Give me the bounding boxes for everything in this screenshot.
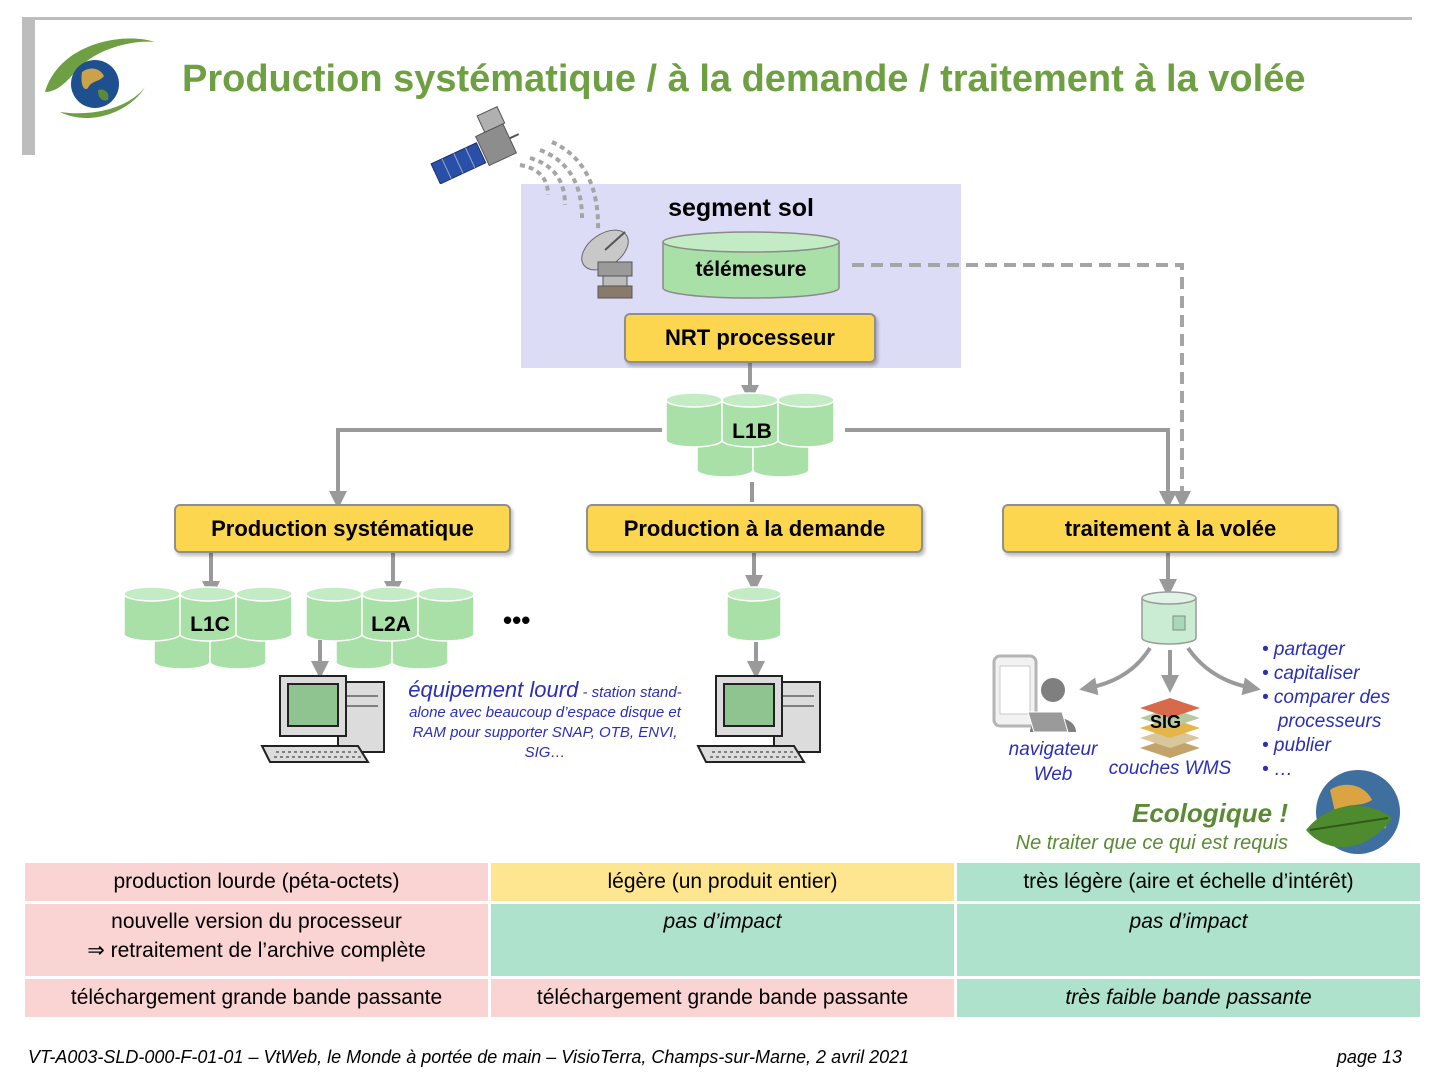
table-row: nouvelle version du processeur ⇒ retrait… <box>25 904 1420 976</box>
l2a-cylinder-stack <box>305 586 475 670</box>
gis-label: SIG <box>1150 712 1182 732</box>
top-divider <box>22 17 1412 20</box>
web-browser-label: navigateur Web <box>1008 739 1098 785</box>
list-item: • … <box>1262 759 1293 780</box>
table-row: production lourde (péta-octets) légère (… <box>25 863 1420 901</box>
heavy-equipment-note: équipement lourd - station stand-alone a… <box>405 677 685 763</box>
table-cell: production lourde (péta-octets) <box>25 863 488 901</box>
list-item: • capitaliser <box>1262 663 1360 684</box>
ground-segment-label: segment sol <box>668 194 814 222</box>
telemetry-label: télémesure <box>695 258 807 281</box>
on-the-fly-processing-box: traitement à la volée <box>1002 504 1339 553</box>
table-cell: pas d’impact <box>491 904 954 976</box>
processor-version-line: nouvelle version du processeur <box>111 910 402 933</box>
more-products-ellipsis: ••• <box>503 605 531 635</box>
dish-antenna-icon <box>581 229 633 299</box>
footer-reference: VT-A003-SLD-000-F-01-01 – VtWeb, le Mond… <box>28 1047 910 1067</box>
table-cell: nouvelle version du processeur ⇒ retrait… <box>25 904 488 976</box>
telemetry-cylinder <box>662 231 840 299</box>
list-item: • comparer des <box>1262 687 1391 708</box>
workstation-icon <box>696 675 821 763</box>
reprocessing-line: ⇒ retraitement de l’archive complète <box>87 939 426 962</box>
systematic-production-box: Production systématique <box>174 504 511 553</box>
on-demand-cylinder <box>726 586 782 642</box>
table-row: téléchargement grande bande passante tél… <box>25 979 1420 1017</box>
on-demand-production-box: Production à la demande <box>586 504 923 553</box>
on-the-fly-cylinder <box>1141 591 1197 645</box>
l1c-label: L1C <box>190 613 230 636</box>
list-item: • publier <box>1262 735 1331 756</box>
radio-waves <box>519 140 601 233</box>
l1c-cylinder-stack <box>123 586 293 670</box>
ecologic-subtitle: Ne traiter que ce qui est requis <box>1015 832 1288 854</box>
list-item: processeurs <box>1262 711 1382 732</box>
earth-leaf-icon <box>1306 770 1400 854</box>
table-cell: téléchargement grande bande passante <box>25 979 488 1017</box>
heavy-equipment-description: - station stand-alone avec beaucoup d’es… <box>409 684 682 761</box>
user-laptop-icon <box>1027 678 1076 733</box>
table-cell: très légère (aire et échelle d’intérêt) <box>957 863 1420 901</box>
l1b-label: L1B <box>732 420 772 443</box>
table-cell: pas d’impact <box>957 904 1420 976</box>
benefits-list: • partager • capitaliser • comparer des … <box>1262 638 1390 782</box>
nrt-processor-box: NRT processeur <box>624 313 876 363</box>
gis-layers-icon <box>1140 698 1200 758</box>
heavy-equipment-title: équipement lourd <box>408 677 579 702</box>
workstation-icon <box>260 675 385 763</box>
left-accent-bar <box>22 17 35 155</box>
table-cell: très faible bande passante <box>957 979 1420 1017</box>
ecologic-title: Ecologique ! <box>1132 798 1288 828</box>
list-item: • partager <box>1262 639 1345 660</box>
satellite-icon <box>430 106 520 184</box>
l1b-cylinder-stack <box>665 392 835 478</box>
table-cell: légère (un produit entier) <box>491 863 954 901</box>
page-number: page 13 <box>1336 1047 1402 1067</box>
comparison-table: production lourde (péta-octets) légère (… <box>22 860 1423 1020</box>
slide-title: Production systématique / à la demande /… <box>182 58 1306 100</box>
l2a-label: L2A <box>371 613 411 636</box>
table-cell: téléchargement grande bande passante <box>491 979 954 1017</box>
wms-layers-label: couches WMS <box>1108 758 1232 779</box>
eye-earth-logo-icon <box>45 38 155 118</box>
smartphone-icon <box>992 654 1038 728</box>
